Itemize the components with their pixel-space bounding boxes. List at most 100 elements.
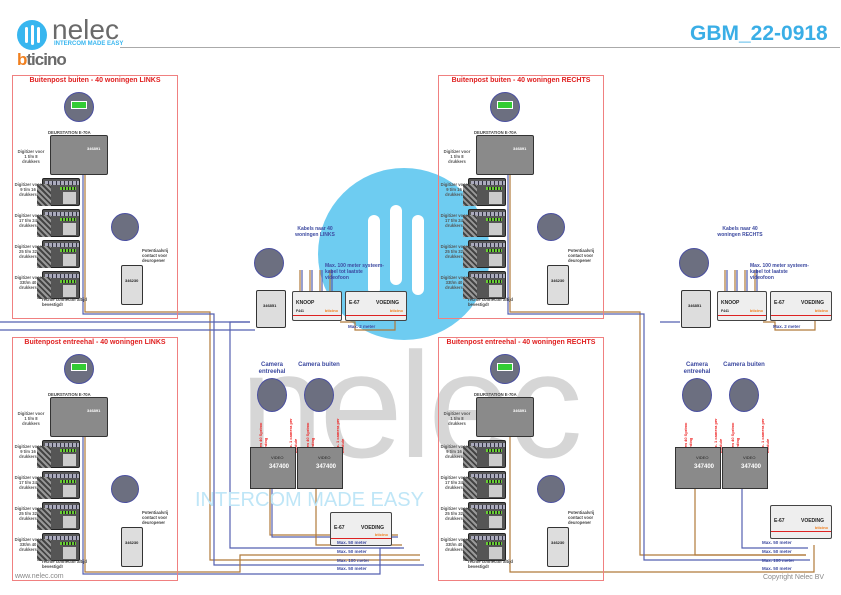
module-green: [60, 511, 76, 514]
wire-blue: [82, 170, 424, 566]
red-strip: [331, 538, 391, 539]
video-label: VIDEO: [271, 455, 284, 460]
module-cable: [37, 277, 51, 299]
panel-code: 346891: [513, 408, 527, 413]
digitizer-module: [37, 209, 80, 237]
digitizer-label: Digitizer voor 17 t/m 24 drukkers: [440, 475, 468, 490]
camera-title: Camera buiten: [723, 362, 765, 368]
camera-detail-circle: [729, 378, 759, 412]
digitizer-label: Digitizer voor 1 t/m 8 drukkers: [443, 411, 471, 426]
digitizer-module: [37, 178, 80, 206]
cables-note: Kabels naar 40 woningen LINKS: [295, 226, 335, 238]
wire-brown: [84, 170, 420, 561]
panel-model-label: DEURSTATION E-70A: [474, 130, 517, 135]
wire-brown: [724, 270, 756, 292]
camera-detail-circle: [257, 378, 287, 412]
relay-code: 346230: [551, 278, 565, 283]
cables-note: Kabels naar 40 woningen RECHTS: [717, 226, 763, 238]
module-face: [63, 285, 76, 297]
relay-note: Potentiaalvrij contact voor deuropener: [142, 248, 169, 263]
wire-blue: [741, 487, 808, 549]
copyright: Copyright Nelec BV: [763, 574, 825, 581]
digitizer-module: [463, 471, 506, 499]
distance-label: Max. 50 meter: [337, 566, 367, 571]
module-cable: [463, 508, 477, 530]
website-link[interactable]: www.nelec.com: [15, 573, 64, 580]
section-frame: Buitenpost entreehal - 40 woningen LINKS: [12, 337, 178, 581]
module-face: [489, 223, 502, 235]
digitizer-label: Digitizer voor 33t/m 40 drukkers: [440, 537, 468, 552]
camera-module-code: 347400: [316, 464, 337, 470]
connector-note: rechte connector altijd bevestigd!: [42, 297, 87, 307]
knoop-brand: bticino: [324, 308, 338, 313]
digitizer-module: [37, 271, 80, 299]
nelec-logo-icon: [17, 20, 47, 50]
red-strip: [771, 531, 831, 532]
module-term: [45, 274, 79, 278]
display-icon: [71, 363, 87, 371]
panel-code: 346891: [513, 146, 527, 151]
camera-detail-circle: [682, 378, 712, 412]
digitizer-module: [463, 502, 506, 530]
digitizer-module: [37, 440, 80, 468]
red-strip: [771, 315, 831, 316]
display-icon: [497, 363, 513, 371]
module-term: [471, 212, 505, 216]
digitizer-label: Digitizer voor 33t/m 40 drukkers: [440, 275, 468, 290]
module-cable: [463, 246, 477, 268]
module-green: [60, 218, 76, 221]
digitizer-label: Digitizer voor 25 t/m 32 drukkers: [440, 244, 468, 259]
panel-model-label: DEURSTATION E-70A: [48, 392, 91, 397]
relay-note: Potentiaalvrij contact voor deuropener: [568, 510, 595, 525]
interface-detail-circle: [679, 248, 709, 278]
watermark-tagline: INTERCOM MADE EASY: [195, 489, 424, 511]
digitizer-label: Digitizer voor 17 t/m 24 drukkers: [14, 475, 42, 490]
distance-label: Max. 50 meter: [762, 566, 792, 571]
camera-title: Camera buiten: [298, 362, 340, 368]
module-term: [45, 505, 79, 509]
module-term: [471, 443, 505, 447]
digitizer-label: Digitizer voor 17 t/m 24 drukkers: [440, 213, 468, 228]
supply-brand: bticino: [814, 525, 828, 530]
section-title: Buitenpost entreehal - 40 woningen RECHT…: [446, 339, 596, 346]
module-term: [45, 181, 79, 185]
relay-detail-circle: [537, 213, 565, 241]
module-face: [489, 285, 502, 297]
panel-code: 346891: [87, 146, 101, 151]
module-cable: [37, 477, 51, 499]
relay-note: Potentiaalvrij contact voor deuropener: [142, 510, 169, 525]
door-panel: 346891: [476, 135, 534, 175]
supply-name: VOEDING: [376, 300, 400, 306]
digitizer-module: [463, 209, 506, 237]
module-cable: [37, 446, 51, 468]
module-cable: [37, 539, 51, 561]
bticino-logo: bticino: [17, 50, 67, 69]
section-title: Buitenpost entreehal - 40 woningen LINKS: [24, 339, 166, 346]
connector-note: rechte connector altijd bevestigd!: [468, 297, 513, 307]
module-cable: [37, 184, 51, 206]
module-green: [486, 187, 502, 190]
video-label: VIDEO: [743, 455, 756, 460]
digitizer-module: [37, 240, 80, 268]
module-green: [486, 280, 502, 283]
interface-module: 346851: [256, 290, 286, 328]
module-face: [63, 485, 76, 497]
module-term: [471, 243, 505, 247]
relay-detail-circle: [537, 475, 565, 503]
door-panel: 346891: [476, 397, 534, 437]
interface-code: 346851: [263, 303, 277, 308]
camera-module-code: 347400: [694, 464, 715, 470]
module-face: [489, 192, 502, 204]
wire-brown: [763, 320, 816, 331]
digitizer-module: [463, 440, 506, 468]
digitizer-label: Digitizer voor 25 t/m 32 drukkers: [440, 506, 468, 521]
distance-label: Max. 100 meter: [762, 558, 795, 563]
digitizer-module: [463, 240, 506, 268]
wire-blue: [726, 270, 758, 292]
distance-label: Max. 100 meter: [337, 558, 370, 563]
wire-brown: [340, 320, 396, 331]
